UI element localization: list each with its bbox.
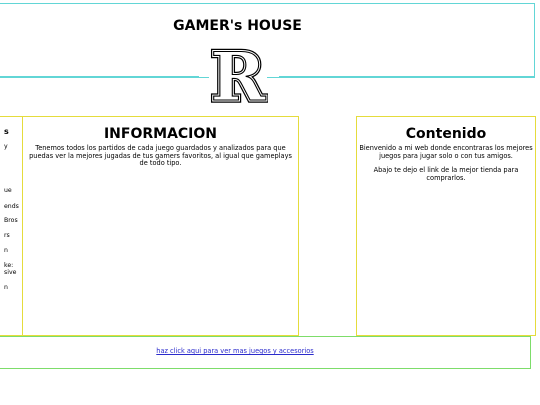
svg-text:R: R xyxy=(211,44,267,106)
list-item[interactable]: y xyxy=(4,143,8,150)
list-item[interactable]: Bros xyxy=(4,217,18,224)
footer-box: haz click aqui para ver mas juegos y acc… xyxy=(0,336,531,369)
info-text: Tenemos todos los partidos de cada juego… xyxy=(29,144,292,168)
list-item[interactable]: rs xyxy=(4,232,10,239)
logo-divider-right xyxy=(279,76,535,77)
r-logo-icon: R R R xyxy=(208,44,268,106)
site-title: GAMER's HOUSE xyxy=(173,18,302,34)
list-item[interactable]: sive xyxy=(4,269,17,276)
svg-text:R: R xyxy=(211,44,267,106)
list-item[interactable]: ke: xyxy=(4,262,14,269)
info-section: INFORMACION Tenemos todos los partidos d… xyxy=(22,116,299,336)
info-heading: INFORMACION xyxy=(103,126,218,142)
contenido-section: Contenido Bienvenido a mi web donde enco… xyxy=(356,116,536,336)
left-list-heading-fragment: s xyxy=(4,127,9,136)
list-item[interactable]: n xyxy=(4,284,8,291)
list-item[interactable]: ends xyxy=(4,203,19,210)
contenido-heading: Contenido xyxy=(405,126,487,142)
left-games-list: s y ue ends Bros rs n ke: sive n xyxy=(0,116,23,336)
store-link[interactable]: haz click aqui para ver mas juegos y acc… xyxy=(156,347,314,355)
header-box: GAMER's HOUSE xyxy=(0,3,535,78)
list-item[interactable]: ue xyxy=(4,187,12,194)
contenido-paragraph-welcome: Bienvenido a mi web donde encontraras lo… xyxy=(359,144,533,160)
svg-text:R: R xyxy=(211,44,267,106)
list-item[interactable]: n xyxy=(4,247,8,254)
contenido-paragraph-store: Abajo te dejo el link de la mejor tienda… xyxy=(373,166,519,182)
logo-divider-left xyxy=(0,76,199,77)
